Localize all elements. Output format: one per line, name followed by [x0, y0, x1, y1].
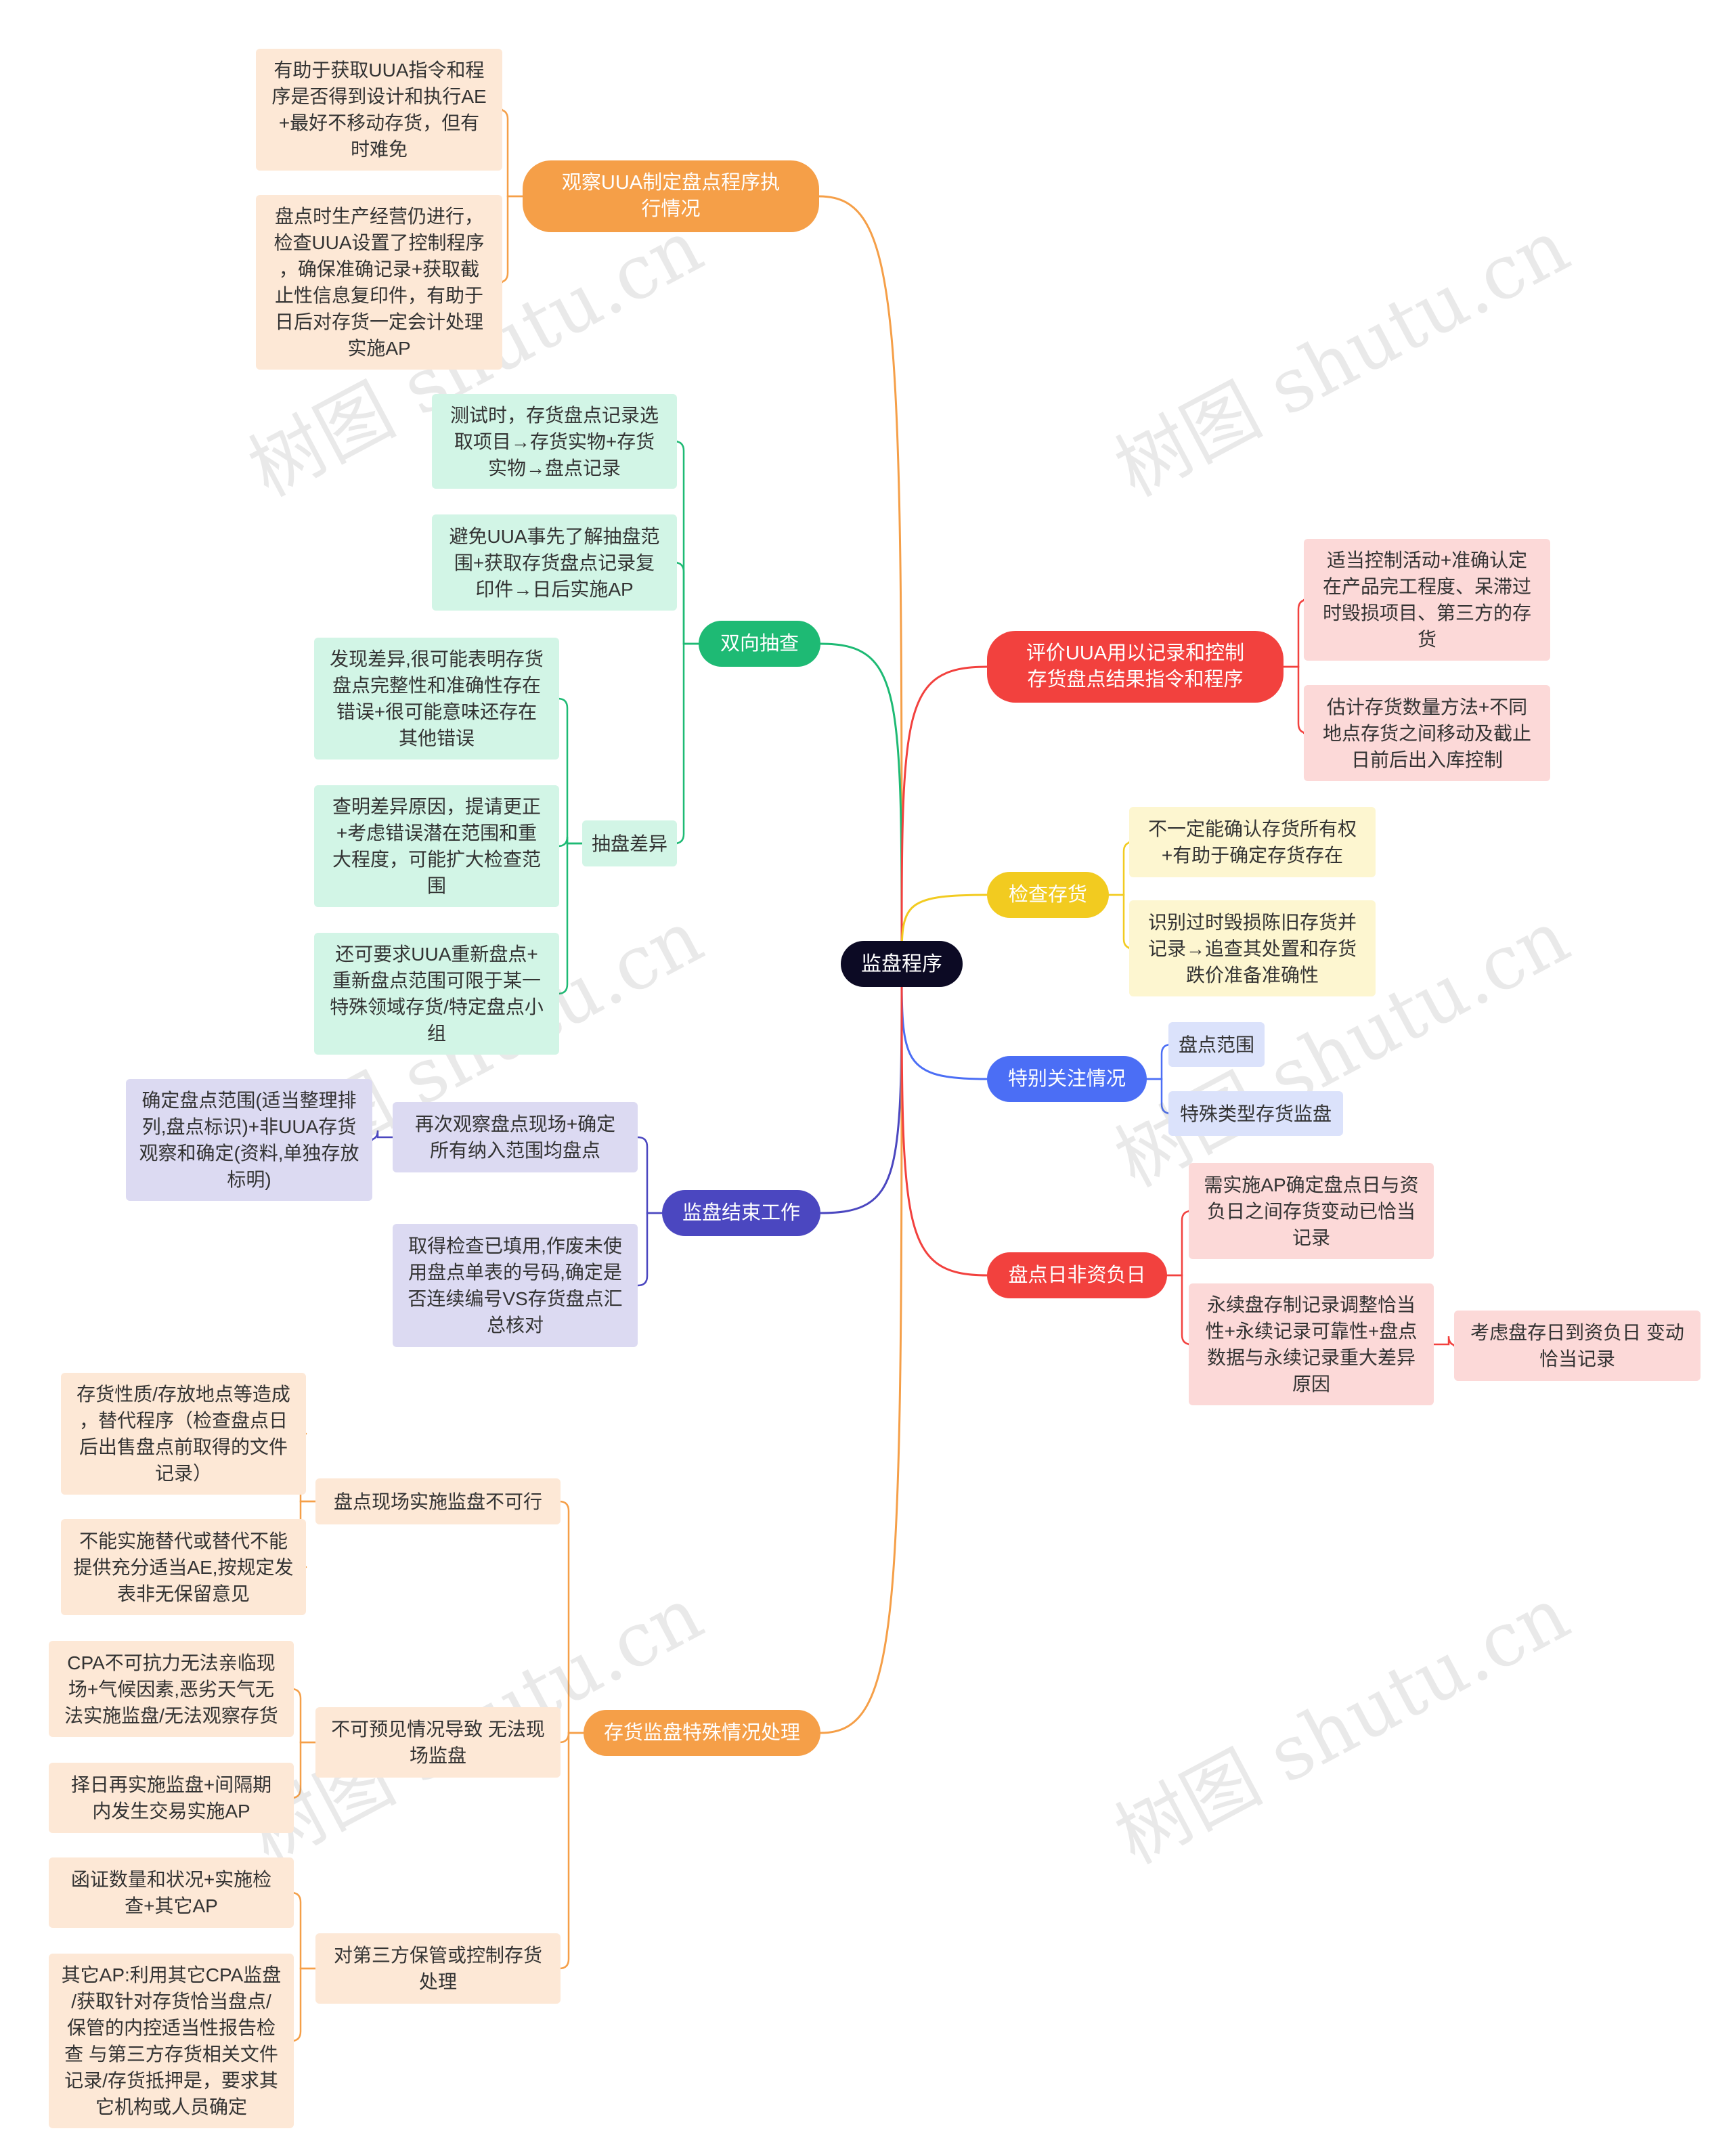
leaf-perpetual-records-1[interactable]: 考虑盘存日到资负日 变动 恰当记录	[1454, 1311, 1701, 1381]
mindmap-root[interactable]: 监盘程序	[841, 941, 963, 987]
bracket-connector	[558, 1732, 585, 1744]
subtopic-third-party[interactable]: 对第三方保管或控制存货 处理	[315, 1933, 561, 2004]
root-connector	[819, 642, 903, 965]
leaf-onsite-infeasible-2[interactable]: 不能实施替代或替代不能 提供充分适当AE,按规定发 表非无保留意见	[61, 1519, 306, 1615]
leaf-end-2[interactable]: 取得检查已填用,作废未使 用盘点单表的号码,确定是 否连续编号VS存货盘点汇 总…	[393, 1224, 638, 1347]
subtopic-perpetual-records[interactable]: 永续盘存制记录调整恰当 性+永续记录可靠性+盘点 数据与永续记录重大差异 原因	[1189, 1283, 1434, 1405]
leaf-two-way-2[interactable]: 避免UUA事先了解抽盘范 围+获取存货盘点记录复 印件→日后实施AP	[432, 514, 677, 611]
branch-post-count-work[interactable]: 监盘结束工作	[662, 1190, 820, 1236]
leaf-two-way-1[interactable]: 测试时，存货盘点记录选 取项目→存货实物+存货 实物→盘点记录	[432, 394, 677, 489]
branch-inspect-inventory[interactable]: 检查存货	[987, 872, 1109, 918]
root-connector	[900, 963, 988, 1277]
bracket-connector	[558, 1732, 585, 1970]
subtopic-sampling-difference[interactable]: 抽盘差异	[582, 820, 677, 866]
bracket-connector	[290, 1741, 317, 1799]
branch-count-date-not-balance-date[interactable]: 盘点日非资负日	[987, 1252, 1167, 1298]
leaf-unforeseen-1[interactable]: CPA不可抗力无法亲临现 场+气候因素,恶劣天气无 法实施监盘/无法观察存货	[49, 1641, 294, 1737]
subtopic-end-reobserve[interactable]: 再次观察盘点现场+确定 所有纳入范围均盘点	[393, 1102, 638, 1172]
leaf-third-party-1[interactable]: 函证数量和状况+实施检 查+其它AP	[49, 1857, 294, 1928]
bracket-connector	[557, 842, 584, 995]
root-connector	[818, 195, 903, 965]
leaf-end-reobserve-1[interactable]: 确定盘点范围(适当整理排 列,盘点标识)+非UUA存货 观察和确定(资料,单独存…	[126, 1079, 372, 1201]
leaf-special-type-inventory[interactable]: 特殊类型存货监盘	[1168, 1091, 1343, 1136]
leaf-inspect-2[interactable]: 识别过时毁损陈旧存货并 记录→追查其处置和存货 跌价准备准确性	[1129, 900, 1376, 996]
branch-observe-count-procedure[interactable]: 观察UUA制定盘点程序执 行情况	[523, 160, 819, 232]
leaf-third-party-2[interactable]: 其它AP:利用其它CPA监盘 /获取针对存货恰当盘点/ 保管的内控适当性报告检 …	[49, 1954, 294, 2128]
leaf-difference-3[interactable]: 还可要求UUA重新盘点+ 重新盘点范围可限于某一 特殊领域存货/特定盘点小 组	[314, 933, 559, 1055]
subtopic-onsite-infeasible[interactable]: 盘点现场实施监盘不可行	[315, 1478, 561, 1524]
leaf-difference-2[interactable]: 查明差异原因，提请更正 +考虑错误潜在范围和重 大程度，可能扩大检查范 围	[314, 785, 559, 907]
bracket-connector	[636, 1212, 663, 1287]
bracket-connector	[290, 1967, 317, 2042]
bracket-connector	[1166, 1210, 1192, 1277]
leaf-evaluate-2[interactable]: 估计存货数量方法+不同 地点存货之间移动及截止 日前后出入库控制	[1304, 685, 1550, 781]
bracket-connector	[290, 1891, 317, 1970]
root-connector	[900, 665, 988, 965]
branch-evaluate-instructions[interactable]: 评价UUA用以记录和控制 存货盘点结果指令和程序	[987, 631, 1284, 703]
branch-special-attention[interactable]: 特别关注情况	[987, 1056, 1147, 1102]
leaf-unforeseen-2[interactable]: 择日再实施监盘+间隔期 内发生交易实施AP	[49, 1763, 294, 1833]
subtopic-unforeseen[interactable]: 不可预见情况导致 无法现 场监盘	[315, 1707, 561, 1778]
bracket-connector	[1166, 1274, 1192, 1346]
bracket-connector	[674, 561, 700, 645]
bracket-connector	[674, 642, 700, 845]
bracket-connector	[557, 836, 584, 848]
root-connector	[819, 963, 903, 1734]
root-connector	[819, 963, 903, 1214]
leaf-observe-2[interactable]: 盘点时生产经营仍进行， 检查UUA设置了控制程序 ，确保准确记录+获取截 止性信…	[256, 195, 502, 370]
bracket-connector	[290, 1688, 317, 1744]
leaf-count-scope[interactable]: 盘点范围	[1168, 1022, 1265, 1067]
bracket-connector	[1145, 1078, 1172, 1115]
branch-two-way-sampling[interactable]: 双向抽查	[699, 621, 820, 667]
leaf-inspect-1[interactable]: 不一定能确认存货所有权 +有助于确定存货存在	[1129, 807, 1376, 877]
leaf-onsite-infeasible-1[interactable]: 存货性质/存放地点等造成 ，替代程序（检查盘点日 后出售盘点前取得的文件 记录）	[61, 1373, 306, 1495]
bracket-connector	[674, 440, 700, 645]
leaf-date-1[interactable]: 需实施AP确定盘点日与资 负日之间存货变动已恰当 记录	[1189, 1163, 1434, 1259]
bracket-connector	[558, 1500, 585, 1734]
leaf-difference-1[interactable]: 发现差异,很可能表明存货 盘点完整性和准确性存在 错误+很可能意味还存在 其他错…	[314, 638, 559, 760]
bracket-connector	[636, 1136, 663, 1214]
bracket-connector	[1145, 1043, 1172, 1080]
branch-special-situations[interactable]: 存货监盘特殊情况处理	[584, 1710, 820, 1756]
bracket-connector	[557, 697, 584, 845]
leaf-evaluate-1[interactable]: 适当控制活动+准确认定 在产品完工程度、呆滞过 时毁损项目、第三方的存 货	[1304, 539, 1550, 661]
leaf-observe-1[interactable]: 有助于获取UUA指令和程 序是否得到设计和执行AE +最好不移动存货，但有 时难…	[256, 49, 502, 171]
